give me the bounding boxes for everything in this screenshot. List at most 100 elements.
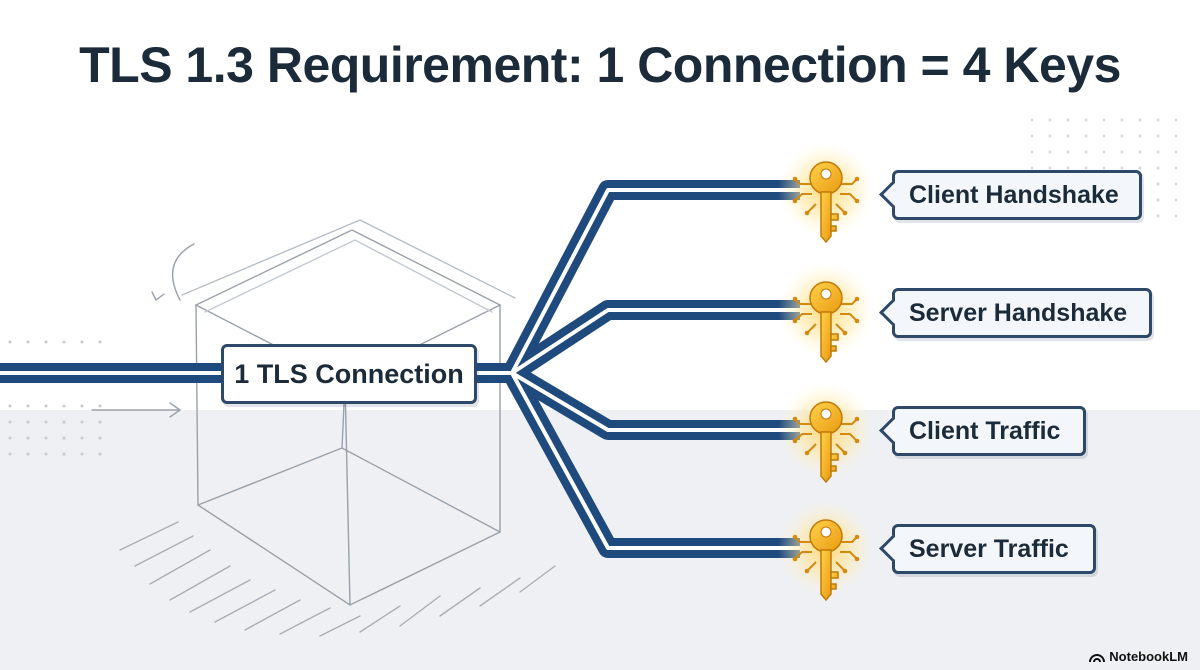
grid-dot	[1138, 150, 1142, 154]
connection-line-inner	[510, 372, 800, 550]
grid-dot	[26, 404, 30, 408]
grid-dot	[1156, 198, 1160, 202]
grid-dot	[1102, 166, 1106, 170]
grid-dot	[1120, 134, 1124, 138]
key-icon	[778, 382, 874, 484]
grid-dot	[98, 452, 102, 456]
grid-dot	[1084, 150, 1088, 154]
grid-dot	[44, 404, 48, 408]
grid-dot	[1048, 166, 1052, 170]
grid-dot	[1138, 134, 1142, 138]
grid-dot	[1120, 166, 1124, 170]
key-label-server-handshake: Server Handshake	[879, 288, 1152, 338]
grid-dot	[1174, 118, 1178, 122]
dot-grid-left	[8, 340, 102, 456]
grid-dot	[8, 436, 12, 440]
grid-dot	[1048, 134, 1052, 138]
grid-dot	[80, 452, 84, 456]
grid-dot	[1066, 134, 1070, 138]
grid-dot	[44, 340, 48, 344]
grid-dot	[8, 404, 12, 408]
grid-dot	[1120, 150, 1124, 154]
watermark-text: NotebookLM	[1109, 649, 1188, 664]
key-label-text: Server Handshake	[909, 298, 1128, 327]
grid-dot	[1030, 150, 1034, 154]
grid-dot	[1138, 166, 1142, 170]
grid-dot	[1174, 214, 1178, 218]
grid-dot	[1030, 134, 1034, 138]
grid-dot	[1174, 134, 1178, 138]
grid-dot	[1120, 118, 1124, 122]
grid-dot	[80, 436, 84, 440]
cube-sketch	[91, 219, 556, 637]
grid-dot	[44, 420, 48, 424]
grid-dot	[98, 340, 102, 344]
grid-dot	[1174, 150, 1178, 154]
connection-line-inner	[510, 371, 800, 432]
grid-dot	[98, 436, 102, 440]
grid-dot	[1156, 166, 1160, 170]
grid-dot	[1102, 134, 1106, 138]
grid-dot	[1102, 150, 1106, 154]
notebooklm-logo-icon	[1089, 653, 1106, 662]
keys-group	[778, 142, 874, 602]
grid-dot	[26, 340, 30, 344]
diagram-title: TLS 1.3 Requirement: 1 Connection = 4 Ke…	[79, 37, 1121, 93]
grid-dot	[1156, 134, 1160, 138]
grid-dot	[62, 404, 66, 408]
grid-dot	[98, 420, 102, 424]
connection-line-outer	[506, 364, 800, 440]
grid-dot	[80, 340, 84, 344]
grid-dot	[1048, 118, 1052, 122]
grid-dot	[80, 404, 84, 408]
grid-dot	[1174, 198, 1178, 202]
key-body	[809, 519, 843, 602]
key-label-client-traffic: Client Traffic	[879, 406, 1086, 456]
grid-dot	[98, 404, 102, 408]
circuit-traces	[792, 296, 860, 336]
circuit-traces	[792, 416, 860, 456]
key-label-client-handshake: Client Handshake	[879, 170, 1142, 220]
grid-dot	[26, 436, 30, 440]
key-label-server-traffic: Server Traffic	[879, 524, 1096, 574]
grid-dot	[1084, 134, 1088, 138]
grid-dot	[1030, 118, 1034, 122]
grid-dot	[1102, 118, 1106, 122]
connection-line-inner	[510, 188, 800, 374]
grid-dot	[62, 340, 66, 344]
grid-dot	[1084, 166, 1088, 170]
grid-dot	[1084, 118, 1088, 122]
grid-dot	[62, 452, 66, 456]
connection-line-inner	[510, 308, 800, 375]
grid-dot	[1156, 118, 1160, 122]
grid-dot	[1156, 182, 1160, 186]
connection-label: 1 TLS Connection	[234, 358, 464, 389]
grid-dot	[1048, 150, 1052, 154]
grid-dot	[26, 452, 30, 456]
grid-dot	[8, 452, 12, 456]
grid-dot	[1066, 118, 1070, 122]
grid-dot	[1156, 214, 1160, 218]
notebooklm-logo: NotebookLM	[1089, 649, 1188, 664]
grid-dot	[44, 436, 48, 440]
grid-dot	[62, 420, 66, 424]
circuit-traces	[792, 534, 860, 574]
grid-dot	[44, 452, 48, 456]
key-label-text: Server Traffic	[909, 534, 1069, 563]
key-icon	[778, 142, 874, 244]
connection-line-outer	[506, 300, 800, 382]
key-icon	[778, 500, 874, 602]
grid-dot	[1030, 166, 1034, 170]
grid-dot	[1156, 150, 1160, 154]
key-label-text: Client Traffic	[909, 416, 1061, 445]
grid-dot	[8, 340, 12, 344]
connection-lines	[0, 180, 800, 558]
grid-dot	[8, 420, 12, 424]
connection-box: 1 TLS Connection	[221, 344, 477, 404]
grid-dot	[62, 436, 66, 440]
grid-dot	[1138, 118, 1142, 122]
circuit-traces	[792, 176, 860, 216]
grid-dot	[80, 420, 84, 424]
